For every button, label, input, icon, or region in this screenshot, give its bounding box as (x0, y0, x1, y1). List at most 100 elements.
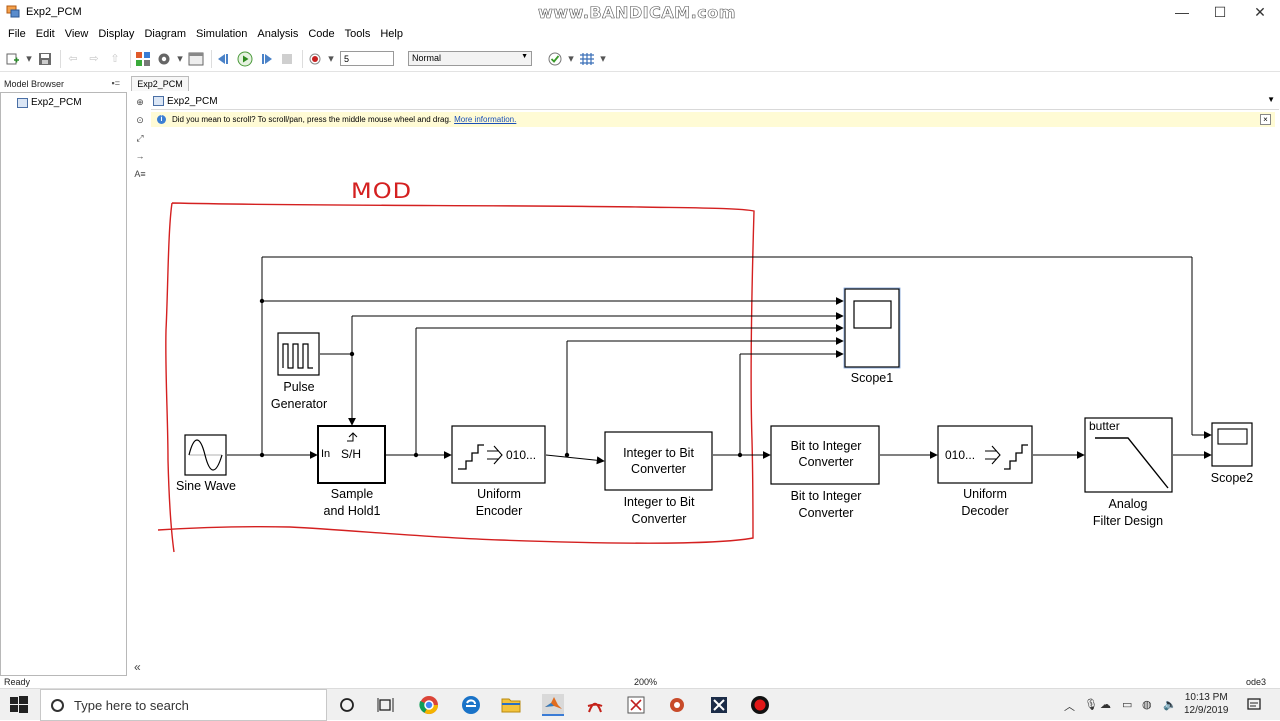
more-information-link[interactable]: More information. (454, 115, 517, 124)
chevron-down-icon[interactable]: ▼ (1267, 95, 1275, 104)
arrow-icon[interactable]: → (135, 151, 145, 161)
chevron-down-icon: ▼ (521, 53, 528, 60)
pulse-generator-block[interactable] (277, 332, 320, 376)
step-back-icon[interactable] (215, 50, 233, 68)
menu-help[interactable]: Help (380, 28, 403, 40)
forward-icon[interactable]: ⇨ (89, 53, 99, 65)
cortana-icon[interactable] (336, 694, 358, 716)
model-canvas[interactable]: In S/H 010... Integer to Bit Converter B… (151, 128, 1280, 676)
new-dropdown-icon[interactable]: ▾ (26, 53, 32, 65)
menu-diagram[interactable]: Diagram (144, 28, 187, 40)
run-icon[interactable] (236, 50, 254, 68)
pulse-generator-label-1: Pulse (283, 380, 315, 394)
panel-menu-icon[interactable]: ▪= (111, 78, 120, 88)
menu-edit[interactable]: Edit (35, 28, 55, 40)
menu-file[interactable]: File (8, 28, 26, 40)
fit-to-view-icon[interactable]: ⤢ (136, 132, 144, 143)
bit-to-integer-block[interactable] (770, 425, 880, 485)
analog-filter-block[interactable] (1084, 417, 1173, 493)
integer-to-bit-block-text-2: Converter (631, 462, 686, 476)
onedrive-icon[interactable]: ☁ (1100, 699, 1111, 711)
advisor-dropdown-icon[interactable]: ▾ (568, 53, 574, 65)
block-diagram (157, 202, 1253, 553)
model-browser-item[interactable]: Exp2_PCM (17, 97, 82, 108)
edge-icon[interactable] (460, 694, 482, 716)
sh-in-port-label: In (321, 448, 331, 460)
signal-lines (227, 256, 1212, 465)
minimize-button[interactable]: — (1175, 4, 1189, 20)
clock-time: 10:13 PM (1184, 692, 1228, 703)
build-dropdown-icon[interactable]: ▾ (600, 53, 606, 65)
menu-simulation[interactable]: Simulation (196, 28, 248, 40)
simulation-mode-select[interactable]: Normal ▼ (408, 51, 532, 66)
taskbar-search-box[interactable]: Type here to search (40, 689, 327, 721)
show-hidden-icons-icon[interactable]: ︿ (1064, 701, 1075, 713)
task-view-icon[interactable] (375, 694, 397, 716)
record-icon[interactable] (306, 50, 324, 68)
up-icon[interactable]: ⇧ (110, 53, 120, 65)
model-advisor-check-icon[interactable] (546, 50, 564, 68)
menu-view[interactable]: View (64, 28, 89, 40)
step-forward-icon[interactable] (257, 50, 275, 68)
save-icon[interactable] (36, 50, 54, 68)
file-explorer-icon[interactable] (500, 694, 522, 716)
scope2-block[interactable] (1211, 422, 1253, 467)
uniform-encoder-block[interactable] (451, 425, 546, 484)
clock-date: 12/9/2019 (1184, 705, 1229, 716)
network-app-icon[interactable] (666, 694, 688, 716)
daemon-tools-icon[interactable] (708, 694, 730, 716)
back-icon[interactable]: ⇦ (68, 53, 78, 65)
stop-icon[interactable] (278, 50, 296, 68)
acrobat-icon[interactable] (584, 694, 606, 716)
scope1-block[interactable] (843, 287, 901, 369)
menu-tools[interactable]: Tools (344, 28, 371, 40)
model-browser-header: Model Browser ▪= (0, 76, 126, 92)
menu-code[interactable]: Code (308, 28, 335, 40)
battery-icon[interactable]: ▭ (1122, 699, 1133, 711)
model-icon (153, 96, 164, 106)
hide-browser-icon[interactable]: ⊕ (136, 96, 144, 107)
volume-icon[interactable]: 🔈 (1163, 699, 1177, 711)
maximize-button[interactable]: ☐ (1213, 3, 1227, 20)
menu-display[interactable]: Display (98, 28, 135, 40)
library-browser-icon[interactable] (134, 50, 152, 68)
simulation-mode-value: Normal (412, 53, 442, 63)
network-icon[interactable]: ◍ (1142, 699, 1152, 711)
uniform-decoder-block[interactable] (937, 425, 1033, 484)
matlab-taskbar-icon[interactable] (542, 694, 564, 716)
snipping-tool-icon[interactable] (625, 694, 647, 716)
build-grid-icon[interactable] (578, 50, 596, 68)
sample-and-hold-block[interactable] (317, 425, 386, 484)
taskbar-clock[interactable]: 10:13 PM 12/9/2019 (1184, 691, 1229, 717)
model-explorer-icon[interactable] (187, 50, 205, 68)
windows-start-icon[interactable] (10, 696, 28, 714)
settings-gear-icon[interactable] (155, 50, 173, 68)
settings-dropdown-icon[interactable]: ▾ (177, 53, 183, 65)
scope1-label: Scope1 (850, 371, 894, 385)
mod-annotation-label: MOD (351, 178, 413, 204)
integer-to-bit-block[interactable] (604, 431, 713, 491)
microphone-icon[interactable]: 🎙 (1084, 699, 1098, 711)
decoder-code-text: 010... (945, 448, 976, 462)
breadcrumb-item[interactable]: Exp2_PCM (167, 95, 218, 107)
collapse-panel-icon[interactable]: « (134, 660, 141, 674)
simulink-app-icon (6, 4, 22, 20)
bit-to-integer-label-1: Bit to Integer (790, 489, 862, 503)
notifications-icon[interactable] (1243, 694, 1265, 716)
integer-to-bit-label-2: Converter (631, 512, 687, 526)
search-placeholder: Type here to search (74, 697, 189, 713)
sine-wave-block[interactable] (184, 434, 227, 476)
bandicam-record-icon[interactable] (749, 694, 771, 716)
new-model-icon[interactable] (4, 50, 22, 68)
chrome-icon[interactable] (418, 694, 440, 716)
close-button[interactable]: ✕ (1254, 3, 1266, 20)
zoom-icon[interactable]: ⊙ (136, 114, 144, 125)
integer-to-bit-label-1: Integer to Bit (623, 495, 695, 509)
stop-time-field[interactable] (340, 51, 394, 66)
toolbar-separator (130, 49, 131, 68)
tab-exp2-pcm[interactable]: Exp2_PCM (131, 76, 189, 91)
annotation-icon[interactable]: A≡ (134, 169, 146, 179)
close-icon[interactable]: × (1260, 114, 1271, 125)
record-dropdown-icon[interactable]: ▾ (328, 53, 334, 65)
menu-analysis[interactable]: Analysis (257, 28, 299, 40)
